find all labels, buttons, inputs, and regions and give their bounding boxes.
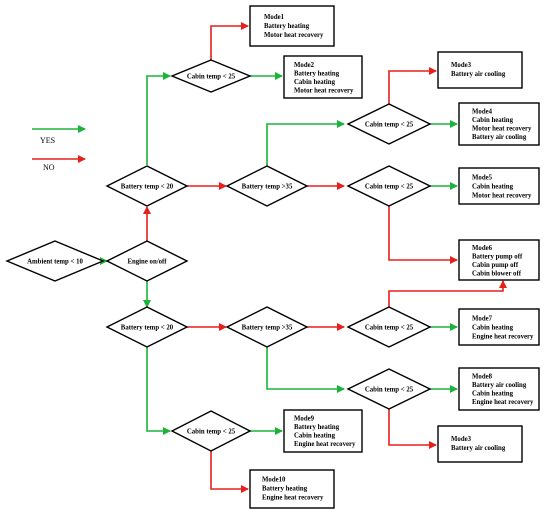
edge-cabin-a-mode1	[210, 22, 249, 60]
mode9-box: Mode9 Battery heating Cabin heating Engi…	[283, 409, 363, 453]
mode7-box: Mode7 Cabin heating Engine heat recovery	[458, 308, 540, 346]
decision-battery35-upper: Battery temp >35	[225, 165, 309, 207]
decision-cabin-a-label: Cabin temp < 25	[187, 74, 236, 81]
decision-cabin-c-label: Cabin temp < 25	[365, 184, 414, 191]
mode1-line1: Battery heating	[264, 23, 310, 30]
mode5-title: Mode5	[472, 175, 493, 182]
legend-no-label: NO	[43, 163, 55, 172]
mode9-line2: Cabin heating	[294, 433, 336, 440]
mode6-line3: Cabin blower off	[472, 271, 522, 278]
mode2-box: Mode2 Battery heating Cabin heating Moto…	[283, 55, 363, 99]
decision-cabin-b: Cabin temp < 25	[346, 103, 432, 145]
edge-battery35-lower-cabin-e	[266, 347, 345, 393]
connectors	[32, 22, 507, 493]
mode4-line3: Battery air cooling	[472, 134, 527, 141]
mode8-box: Mode8 Battery air cooling Cabin heating …	[458, 367, 540, 411]
edge-cabin-f-mode10	[210, 451, 249, 493]
mode1-title: Mode1	[264, 14, 285, 21]
edge-cabin-c-mode6	[388, 206, 458, 264]
decision-battery-upper-label: Battery temp < 20	[121, 184, 174, 191]
mode1-box: Mode1 Battery heating Motor heat recover…	[249, 5, 335, 47]
decision-cabin-f: Cabin temp < 25	[170, 410, 252, 452]
mode10-line2: Engine heat recovery	[262, 495, 324, 502]
mode4-line1: Cabin heating	[472, 117, 514, 124]
mode6-line1: Battery pump off	[472, 254, 523, 261]
mode6-box: Mode6 Battery pump off Cabin pump off Ca…	[458, 239, 540, 281]
decision-ambient-label: Ambient temp < 10	[27, 259, 83, 266]
mode2-line3: Motor heat recovery	[294, 88, 354, 95]
mode3b-line1: Battery air cooling	[451, 445, 506, 452]
decision-cabin-c: Cabin temp < 25	[346, 165, 432, 207]
mode5-box: Mode5 Cabin heating Motor heat recovery	[458, 167, 540, 205]
mode5-line1: Cabin heating	[472, 184, 514, 191]
mode7-line1: Cabin heating	[472, 325, 514, 332]
edge-cabin-e-mode3b	[388, 409, 437, 449]
mode8-line2: Cabin heating	[472, 391, 514, 398]
decision-cabin-d: Cabin temp < 25	[346, 306, 432, 348]
decision-cabin-a: Cabin temp < 25	[170, 59, 252, 93]
mode9-line3: Engine heat recovery	[294, 441, 356, 448]
decision-ambient: Ambient temp < 10	[5, 240, 105, 282]
decision-battery-lower: Battery temp < 20	[105, 306, 189, 348]
decision-battery35-lower-label: Battery temp >35	[242, 325, 293, 332]
decision-cabin-e-label: Cabin temp < 25	[365, 387, 414, 394]
mode4-title: Mode4	[472, 109, 493, 116]
edge-cabin-d-mode6	[388, 280, 507, 307]
decision-battery-lower-label: Battery temp < 20	[121, 325, 174, 332]
mode8-title: Mode8	[472, 374, 493, 381]
decision-battery-upper: Battery temp < 20	[105, 165, 189, 207]
decision-battery35-lower: Battery temp >35	[225, 306, 309, 348]
legend-yes-label: YES	[40, 136, 55, 145]
mode6-line2: Cabin pump off	[472, 262, 519, 269]
mode10-title: Mode10	[262, 477, 286, 484]
mode6-title: Mode6	[472, 245, 493, 252]
mode3a-title: Mode3	[451, 62, 472, 69]
decision-engine-label: Engine on/off	[127, 259, 167, 266]
mode3a-line1: Battery air cooling	[451, 71, 506, 78]
mode7-line2: Engine heat recovery	[472, 334, 534, 341]
mode2-line1: Battery heating	[294, 71, 340, 78]
mode2-line2: Cabin heating	[294, 79, 336, 86]
decision-battery35-upper-label: Battery temp >35	[242, 184, 293, 191]
edge-battery35-upper-cabin-b	[266, 120, 345, 166]
mode1-line2: Motor heat recovery	[264, 32, 324, 39]
mode8-line1: Battery air cooling	[472, 382, 527, 389]
edge-cabin-b-mode3a	[388, 67, 437, 104]
legend: YES NO	[40, 136, 55, 172]
mode4-line2: Motor heat recovery	[472, 126, 532, 133]
mode7-title: Mode7	[472, 316, 493, 323]
decision-cabin-b-label: Cabin temp < 25	[365, 122, 414, 129]
edge-battery-upper-cabin-a	[146, 72, 171, 165]
mode10-line1: Battery heating	[262, 486, 308, 493]
decision-cabin-f-label: Cabin temp < 25	[187, 429, 236, 436]
mode10-box: Mode10 Battery heating Engine heat recov…	[249, 469, 335, 509]
mode5-line2: Motor heat recovery	[472, 193, 532, 200]
mode3b-title: Mode3	[451, 436, 472, 443]
edge-battery-lower-cabin-f	[146, 347, 171, 435]
decision-engine: Engine on/off	[105, 240, 189, 282]
mode9-title: Mode9	[294, 416, 315, 423]
decision-cabin-d-label: Cabin temp < 25	[365, 325, 414, 332]
mode3b-box: Mode3 Battery air cooling	[437, 425, 523, 463]
decision-cabin-e: Cabin temp < 25	[346, 368, 432, 410]
mode2-title: Mode2	[294, 62, 315, 69]
mode3a-box: Mode3 Battery air cooling	[437, 51, 523, 89]
mode8-line3: Engine heat recovery	[472, 399, 534, 406]
mode9-line1: Battery heating	[294, 424, 340, 431]
mode4-box: Mode4 Cabin heating Motor heat recovery …	[458, 102, 540, 146]
